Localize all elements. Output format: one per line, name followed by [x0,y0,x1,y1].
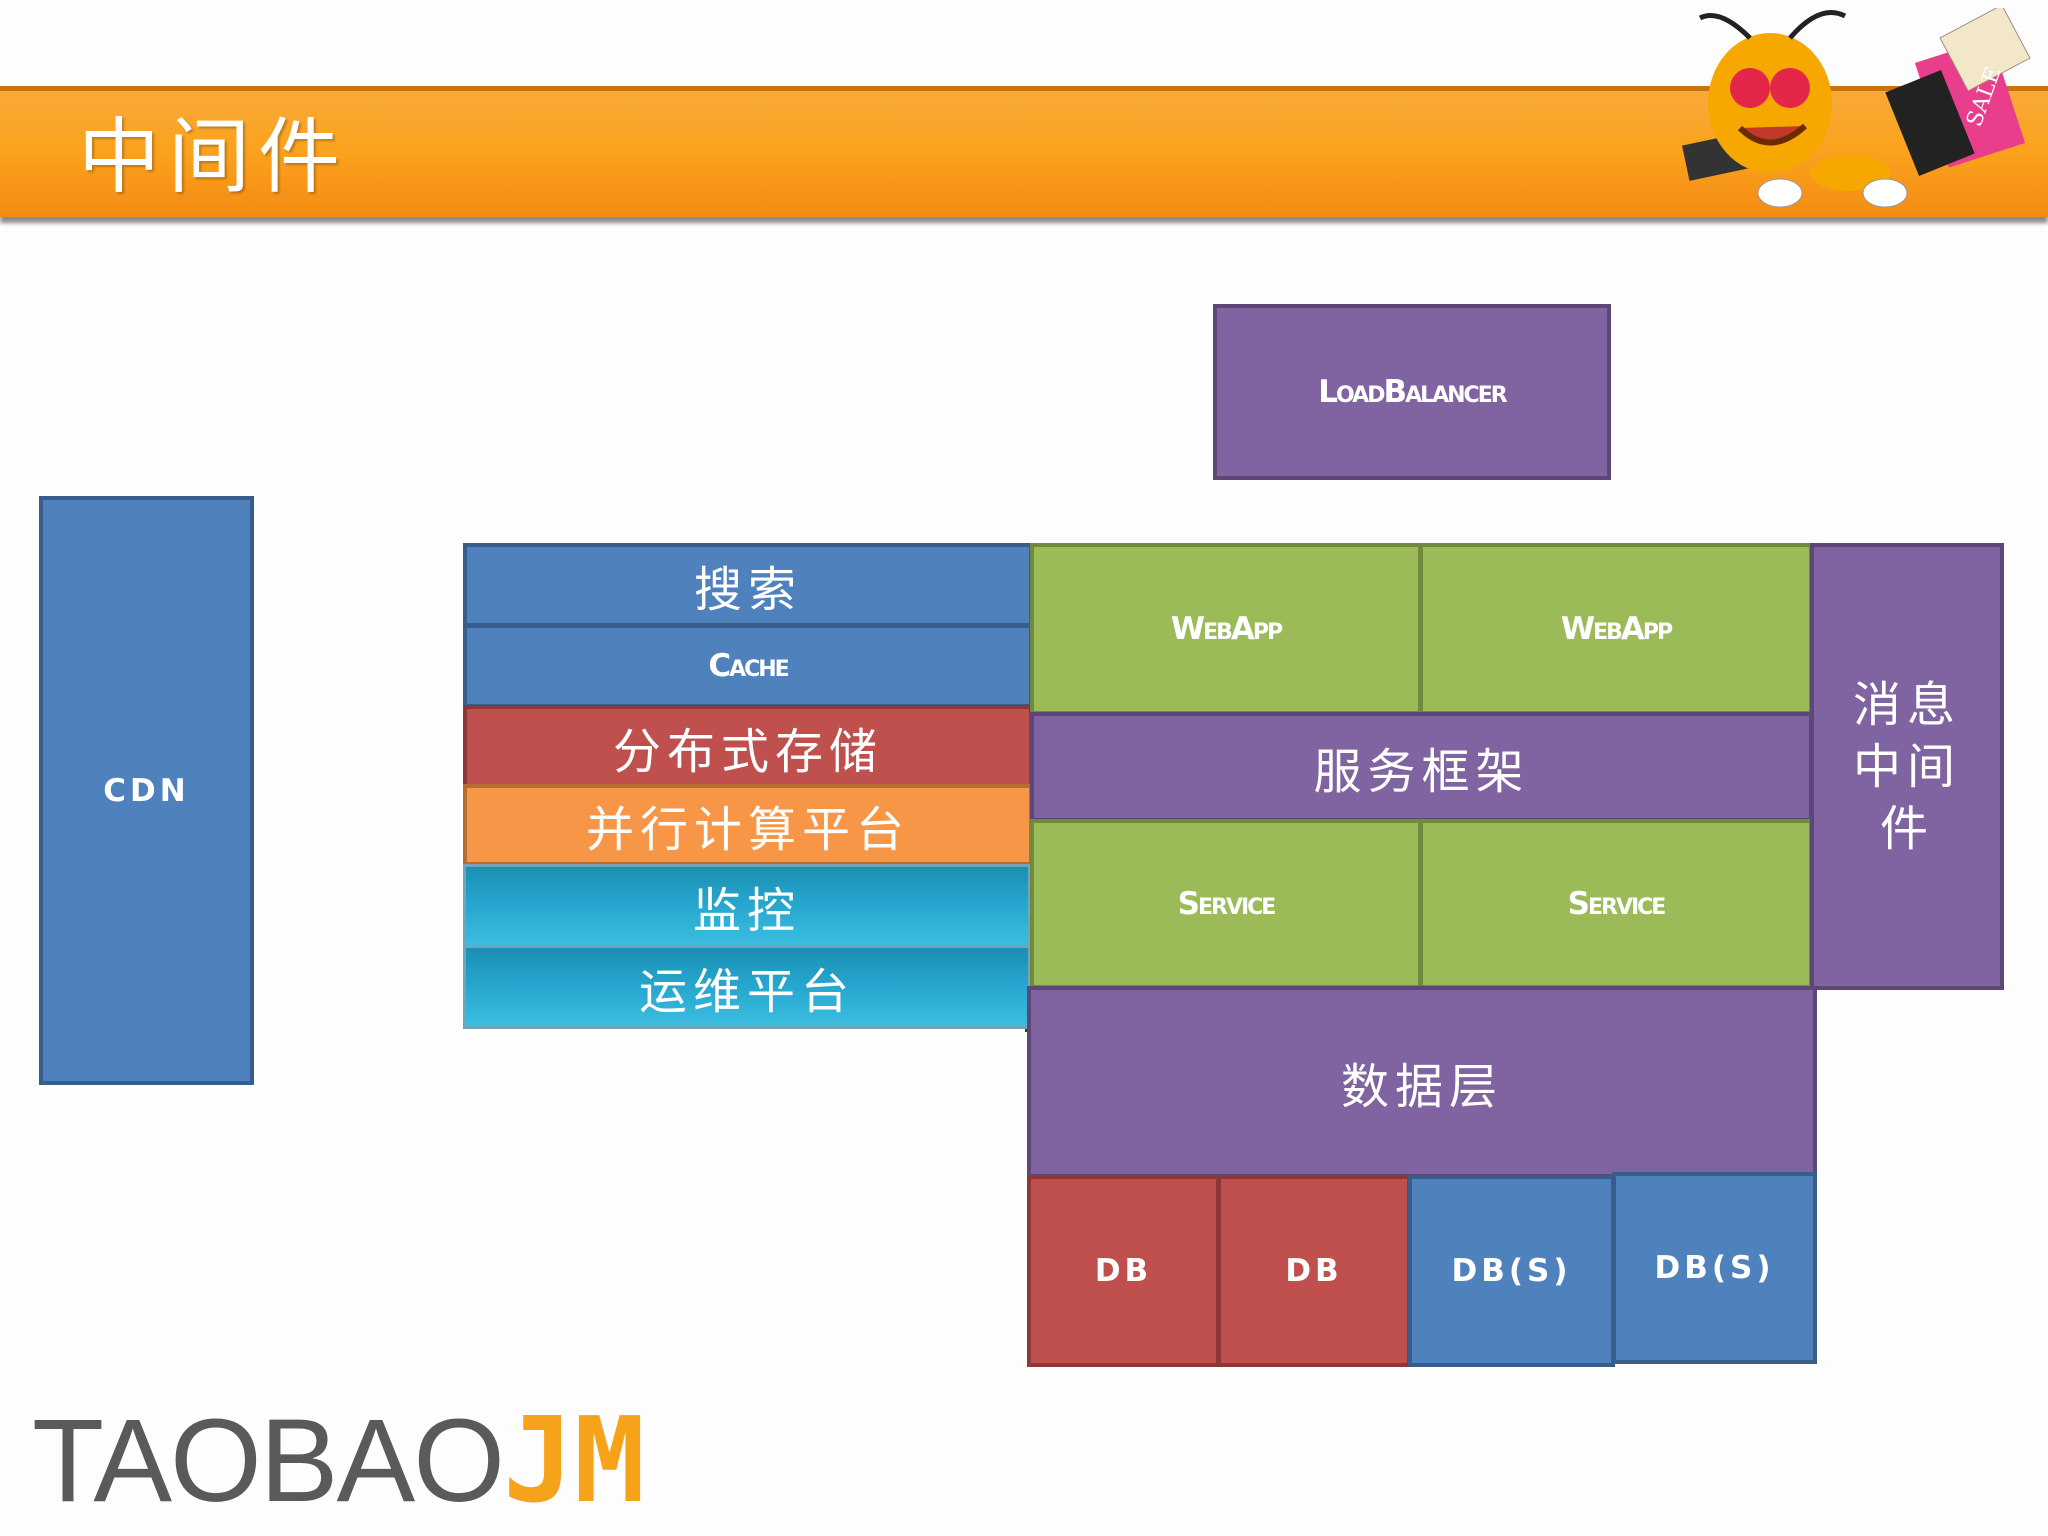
cache-label: Cache [708,648,789,684]
monitoring-label: 监控 [692,883,801,939]
ant-mascot-shopping-illustration: SALE [1682,8,2031,208]
service-framework-box: 服务框架 [1030,712,1813,822]
webapp-box-1: WebApp [1030,543,1422,715]
parallel-computing-box: 并行计算平台 [463,784,1033,866]
db-s-box-2: DB(S) [1612,1172,1817,1364]
search-label: 搜索 [693,562,802,618]
service-box-2: Service [1419,819,1813,989]
db-s-label-2: DB(S) [1654,1250,1775,1286]
webapp-label-2: WebApp [1560,611,1673,647]
db-box-1: DB [1027,1175,1220,1367]
db-s-box-1: DB(S) [1408,1175,1615,1367]
cdn-label: CDN [103,772,190,809]
load-balancer-box: LoadBalancer [1213,304,1611,480]
monitoring-box: 监控 [463,864,1031,948]
service-label-1: Service [1177,886,1277,922]
db-box-2: DB [1217,1175,1411,1367]
logo-text-taobao: TAOBAO [32,1395,505,1527]
data-layer-label: 数据层 [1340,1059,1503,1115]
logo-text-jm: JM [503,1391,646,1529]
db-label-1: DB [1094,1253,1153,1289]
service-label-2: Service [1567,886,1667,922]
parallel-computing-label: 并行计算平台 [585,802,910,858]
webapp-label-1: WebApp [1170,611,1283,647]
distributed-storage-label: 分布式存储 [612,724,883,780]
service-framework-label: 服务框架 [1313,744,1530,800]
ops-platform-box: 运维平台 [463,945,1031,1029]
service-box-1: Service [1030,819,1422,989]
ops-platform-label: 运维平台 [638,964,855,1020]
search-box: 搜索 [463,543,1033,627]
cdn-box: CDN [39,496,254,1085]
db-label-2: DB [1285,1253,1343,1289]
taobaojm-logo: TAOBAOJM [32,1400,645,1521]
message-middleware-box: 消息中间件 [1810,543,2004,990]
distributed-storage-box: 分布式存储 [463,705,1033,789]
db-s-label-1: DB(S) [1451,1253,1572,1289]
slide-title: 中间件 [78,110,349,205]
cache-box: Cache [463,624,1033,708]
load-balancer-label: LoadBalancer [1318,374,1507,410]
message-middleware-label: 消息中间件 [1852,676,1961,857]
data-layer-box: 数据层 [1027,986,1817,1178]
webapp-box-2: WebApp [1419,543,1813,715]
